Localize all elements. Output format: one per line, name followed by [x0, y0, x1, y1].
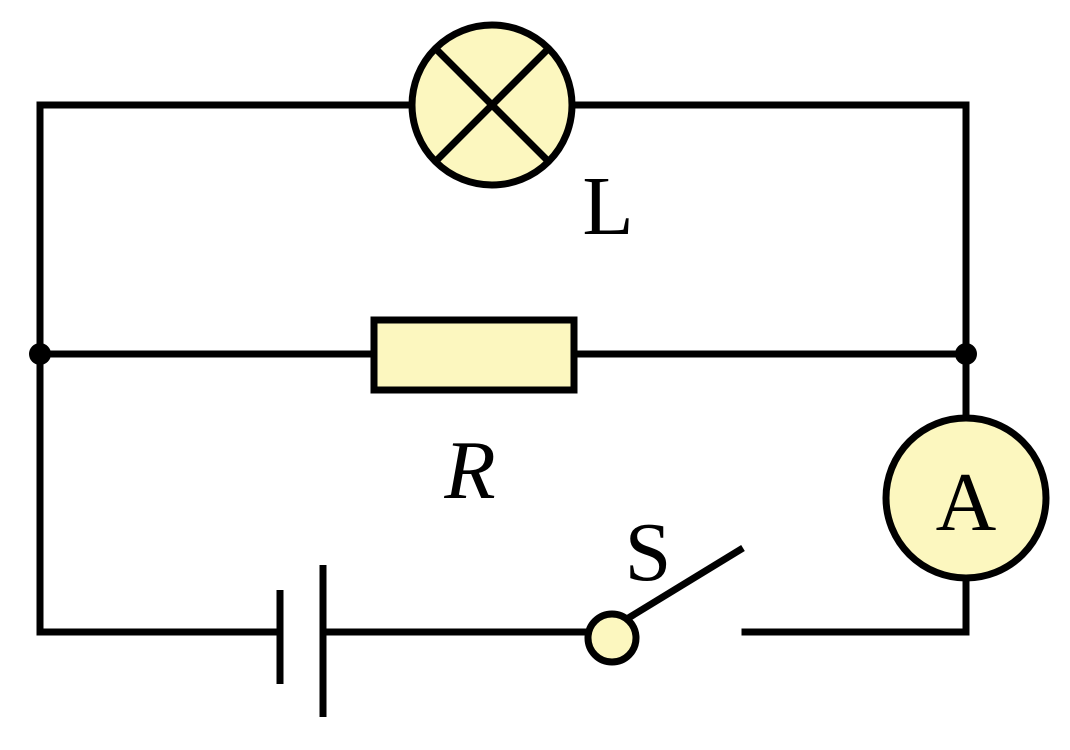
ammeter: A [882, 414, 1050, 582]
switch-lever [610, 545, 745, 631]
battery [276, 565, 327, 717]
resistor-label: R [443, 424, 495, 517]
switch-label: S [625, 506, 672, 599]
wires [36, 101, 970, 636]
lamp-label: L [582, 160, 633, 253]
switch [584, 545, 745, 666]
switch-pivot [584, 610, 640, 666]
lamp [408, 21, 576, 189]
resistor [370, 316, 578, 394]
lamp-cross-b [432, 45, 552, 165]
ammeter-body [882, 414, 1050, 582]
junction-left [29, 343, 51, 365]
junction-right [955, 343, 977, 365]
ammeter-label: A [936, 456, 997, 549]
